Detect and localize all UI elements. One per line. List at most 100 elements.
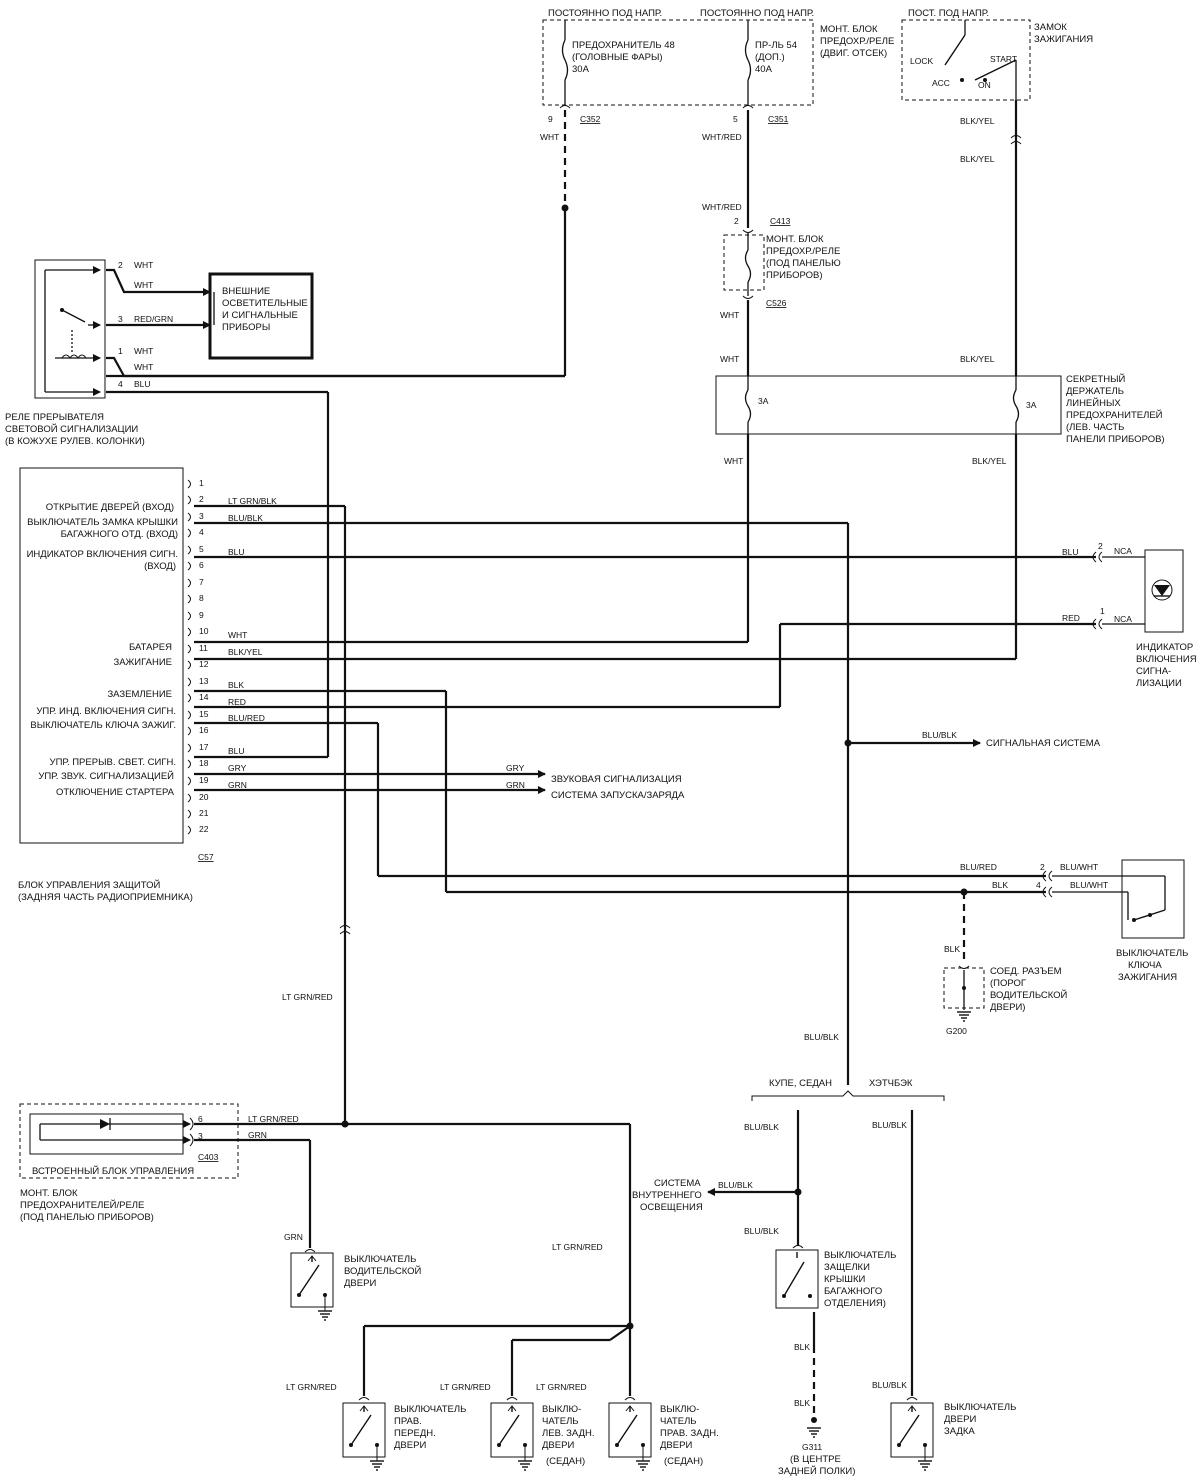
ecu-pin-number: 14 (199, 692, 209, 702)
secret-line5: (ЛЕВ. ЧАСТЬ (1066, 422, 1124, 433)
wire-blk-ecu: BLK (228, 680, 244, 690)
gconn-line4: ДВЕРИ) (990, 1002, 1025, 1013)
rf-line3: ПЕРЕДН. (394, 1428, 436, 1439)
fuse54-line3: 40A (755, 64, 773, 75)
ext-line4: ПРИБОРЫ (222, 322, 270, 333)
c352-pin: 9 (548, 114, 553, 124)
ecu-lbl-trunk1: ВЫКЛЮЧАТЕЛЬ ЗАМКА КРЫШКИ (27, 517, 178, 528)
ecu-pin-terminal (187, 743, 191, 753)
rf-door-switch: ВЫКЛЮЧАТЕЛЬ ПРАВ. ПЕРЕДН. ДВЕРИ (342, 1397, 466, 1471)
c351-pin: 5 (733, 114, 738, 124)
dash-box-line4: ПРИБОРОВ) (766, 270, 823, 281)
ecu-pin-number: 12 (199, 659, 209, 669)
ecu-pin-terminal (187, 677, 191, 687)
dd-line3: ДВЕРИ (344, 1278, 376, 1289)
cu-pin-3: 3 (198, 1131, 203, 1141)
secret-line4: ПРЕДОХРАНИТЕЛЕЙ (1066, 409, 1163, 421)
wire-grn-1: GRN (228, 780, 247, 790)
engine-fuse-box: ПОСТОЯННО ПОД НАПР. ПОСТОЯННО ПОД НАПР. … (542, 8, 894, 106)
wire-blublk-3: BLU/BLK (744, 1122, 779, 1132)
ecu-lbl-ind2: (ВХОД) (144, 561, 176, 572)
ecu-pin-terminal (187, 495, 191, 505)
ecu-lbl-ind1: ИНДИКАТОР ВКЛЮЧЕНИЯ СИГН. (27, 549, 178, 560)
rf-line4: ДВЕРИ (394, 1440, 426, 1451)
ign-on: ON (978, 80, 991, 90)
ecu-pin-number: 5 (199, 544, 204, 554)
ecu-lbl-door: ОТКРЫТИЕ ДВЕРЕЙ (ВХОД) (46, 501, 174, 513)
trunk-line2: ЗАЩЕЛКИ (824, 1262, 870, 1273)
wire-blublk-4: BLU/BLK (744, 1226, 779, 1236)
wire-red-ind: RED (1062, 613, 1080, 623)
ecu-pin-number: 2 (199, 494, 204, 504)
wire-blu-f: BLU (134, 379, 151, 389)
wire-grn-door: GRN (284, 1232, 303, 1242)
fuse48-line3: 30A (572, 64, 590, 75)
wire-grn-2: GRN (506, 780, 525, 790)
hot-label-1: ПОСТОЯННО ПОД НАПР. (548, 8, 662, 19)
engine-box-line3: (ДВИГ. ОТСЕК) (820, 48, 887, 59)
wire-wht-f2: WHT (134, 280, 153, 290)
wire-ltgrnblk: LT GRN/BLK (228, 496, 277, 506)
ext-line2: ОСВЕТИТЕЛЬНЫЕ (222, 298, 308, 309)
ecu-lbl-ign: ЗАЖИГАНИЕ (113, 657, 172, 668)
fuse54-line2: (ДОП.) (755, 52, 785, 63)
ecu-pin-terminal (187, 726, 191, 736)
wire-blk-yel-2: BLK/YEL (960, 154, 995, 164)
interior-line1: СИСТЕМА (654, 1178, 701, 1189)
ecu-pin-terminal (187, 512, 191, 522)
ecu-pin-number: 20 (199, 792, 209, 802)
dash-box-line3: (ПОД ПАНЕЛЬЮ (766, 258, 841, 269)
wire-wht-red-1: WHT/RED (702, 132, 742, 142)
cu-box-line1: МОНТ. БЛОК (20, 1188, 78, 1199)
wire-blu-ecu: BLU (228, 547, 245, 557)
c351-label: C351 (768, 114, 789, 124)
interior-line3: ОСВЕЩЕНИЯ (640, 1202, 703, 1213)
ecu-lbl-ind-ctrl: УПР. ИНД. ВКЛЮЧЕНИЯ СИГН. (36, 706, 176, 717)
ind-line1: ИНДИКАТОР (1136, 642, 1193, 653)
coupe-sedan-label: КУПЕ, СЕДАН (769, 1078, 832, 1089)
key-line2: КЛЮЧА (1128, 960, 1162, 971)
wire-blkyel-ecu: BLK/YEL (228, 647, 263, 657)
gconn-line1: СОЕД. РАЗЪЕМ (990, 966, 1062, 977)
flasher-pin-1: 1 (118, 346, 123, 356)
c352-label: C352 (580, 114, 601, 124)
rr-door-switch: ВЫКЛЮ- ЧАТЕЛЬ ПРАВ. ЗАДН. ДВЕРИ (СЕДАН) (608, 1397, 719, 1471)
key-bluwht-2: BLU/WHT (1070, 880, 1108, 890)
hatch-line2: ДВЕРИ (944, 1414, 976, 1425)
wire-blured-ecu: BLU/RED (228, 713, 265, 723)
ecu-lbl-gnd: ЗАЗЕМЛЕНИЕ (107, 689, 172, 700)
key-bluwht-1: BLU/WHT (1060, 862, 1098, 872)
rf-line1: ВЫКЛЮЧАТЕЛЬ (394, 1404, 466, 1415)
ecu-pin-terminal (187, 594, 191, 604)
gconn-line3: ВОДИТЕЛЬСКОЙ (990, 989, 1068, 1001)
lr-line2: ЧАТЕЛЬ (542, 1416, 579, 1427)
secret-fuse-holder: 3A 3A СЕКРЕТНЫЙ ДЕРЖАТЕЛЬ ЛИНЕЙНЫХ ПРЕДО… (715, 373, 1165, 445)
ecu-pin-terminal (187, 528, 191, 538)
ignition-switch: ПОСТ. ПОД НАПР. ЗАМОК ЗАЖИГАНИЯ LOCK ACC… (901, 8, 1093, 101)
secret-line2: ДЕРЖАТЕЛЬ (1066, 386, 1124, 397)
ecu-pin-terminal (187, 776, 191, 786)
wire-blk-yel-4: BLK/YEL (972, 456, 1007, 466)
ecu-pin-number: 19 (199, 775, 209, 785)
wire-wht-red-2: WHT/RED (702, 202, 742, 212)
trunk-latch-switch: ВЫКЛЮЧАТЕЛЬ ЗАЩЕЛКИ КРЫШКИ БАГАЖНОГО ОТД… (775, 1245, 896, 1309)
g200-label: G200 (946, 1026, 967, 1036)
ecu-lbl-battery: БАТАРЕЯ (129, 642, 172, 653)
security-control-unit: БЛОК УПРАВЛЕНИЯ ЗАЩИТОЙ (ЗАДНЯЯ ЧАСТЬ РА… (18, 467, 214, 903)
wire-blublk-1: BLU/BLK (228, 513, 263, 523)
ecu-pin-terminal (187, 578, 191, 588)
wire-wht-f3: WHT (134, 346, 153, 356)
wire-blu-ind: BLU (1062, 547, 1079, 557)
ecu-pin-number: 11 (199, 643, 208, 653)
ecu-lbl-key: ВЫКЛЮЧАТЕЛЬ КЛЮЧА ЗАЖИГ. (30, 720, 176, 731)
flasher-line2: СВЕТОВОЙ СИГНАЛИЗАЦИИ (5, 423, 138, 435)
wire-blk-trunk-2: BLK (794, 1398, 810, 1408)
hatch-line3: ЗАДКА (944, 1426, 975, 1437)
key-pin-2: 2 (1040, 862, 1045, 872)
trunk-line5: ОТДЕЛЕНИЯ) (824, 1298, 886, 1309)
secret-line3: ЛИНЕЙНЫХ (1066, 397, 1121, 409)
driver-door-switch: ВЫКЛЮЧАТЕЛЬ ВОДИТЕЛЬСКОЙ ДВЕРИ (290, 1249, 422, 1321)
key-line1: ВЫКЛЮЧАТЕЛЬ (1116, 948, 1188, 959)
wire-wht-1: WHT (540, 132, 559, 142)
wire-wht-4: WHT (724, 456, 743, 466)
